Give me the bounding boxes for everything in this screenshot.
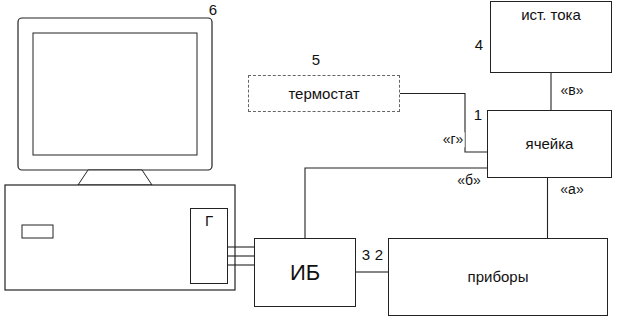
equipment-box: приборы — [388, 238, 608, 316]
callout-number: 4 — [475, 37, 483, 54]
box-label: ИБ — [290, 260, 320, 285]
callout-number: 5 — [312, 52, 320, 69]
box-label: Г — [205, 212, 213, 229]
connection-line — [547, 178, 548, 238]
box-label: ячейка — [526, 135, 574, 152]
equipment-box: ИБ — [254, 238, 356, 307]
connection-line — [400, 94, 487, 153]
equipment-box: Г — [190, 208, 228, 284]
drive-slot — [22, 225, 53, 238]
monitor-screen — [33, 33, 197, 155]
computer-case — [5, 185, 235, 290]
box-label: термостат — [288, 85, 359, 102]
callout-number: 6 — [209, 2, 217, 19]
callout-number: 3 — [362, 247, 370, 264]
connection-line — [228, 264, 254, 265]
equipment-box: ячейка — [487, 110, 612, 178]
monitor-stand — [78, 170, 152, 185]
callout-number: 2 — [375, 247, 383, 264]
monitor-frame — [18, 18, 212, 170]
connection-line — [305, 168, 487, 238]
callout-number: 1 — [474, 107, 482, 124]
box-label: приборы — [468, 268, 529, 285]
connection-line — [228, 255, 254, 256]
box-label: ист. тока — [521, 6, 581, 23]
connection-line — [228, 246, 254, 247]
port-label: «г» — [442, 132, 465, 147]
port-label: «в» — [559, 83, 584, 98]
port-label: «а» — [559, 182, 584, 197]
equipment-box: термостат — [248, 75, 400, 112]
port-label: «б» — [456, 173, 482, 188]
connection-line — [356, 271, 388, 272]
equipment-box: ист. тока — [490, 1, 612, 73]
connection-line — [550, 73, 551, 110]
